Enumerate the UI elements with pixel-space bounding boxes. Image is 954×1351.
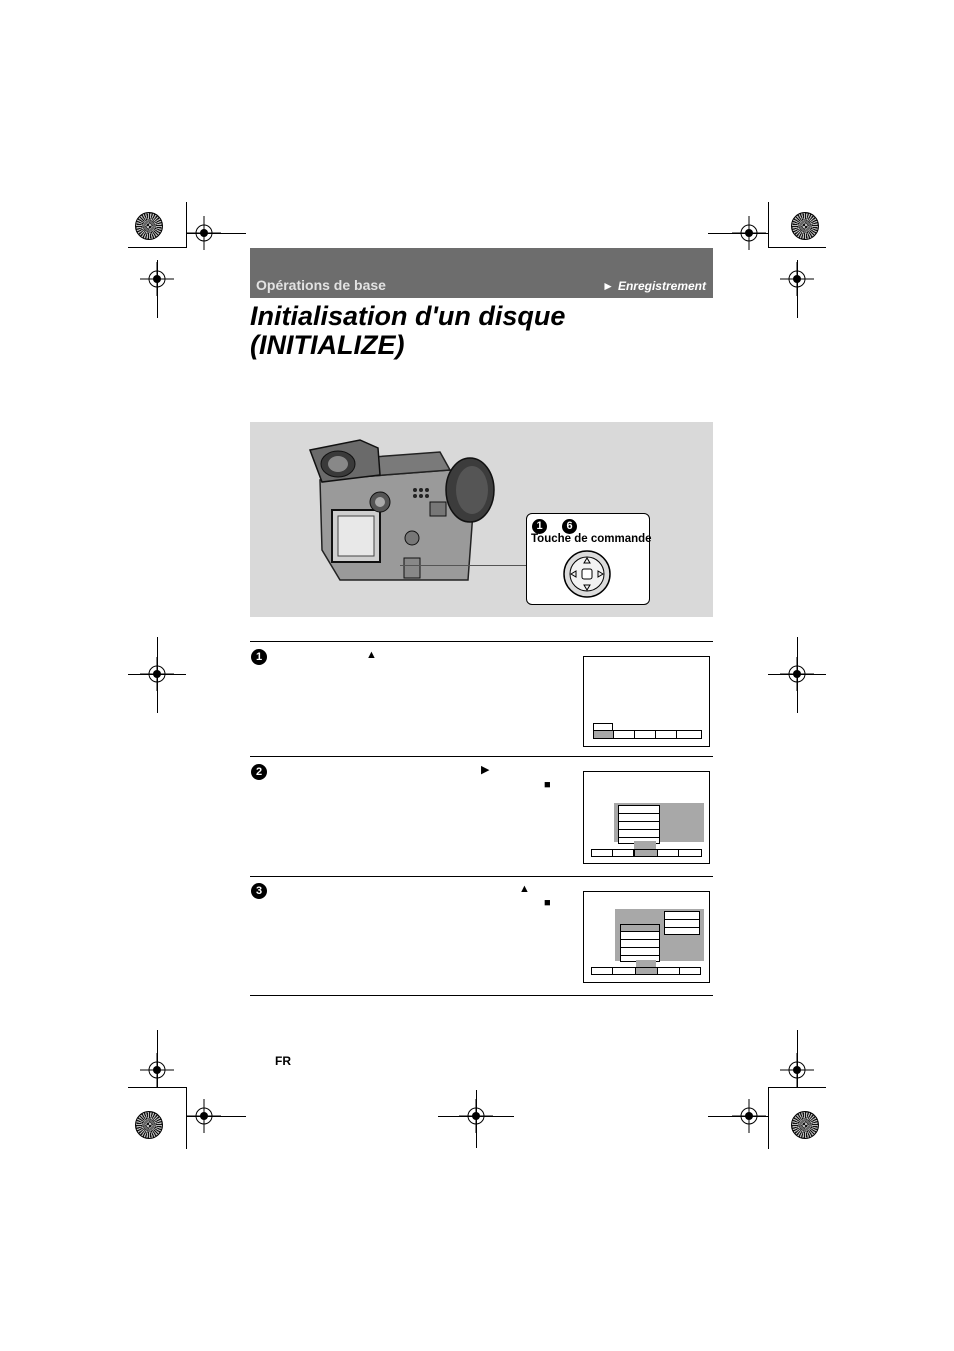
- crosshair-icon: [140, 262, 174, 296]
- step-divider: [250, 876, 713, 877]
- dpad-icon: [563, 550, 611, 598]
- crosshair-icon: [780, 657, 814, 691]
- starburst-icon: [135, 212, 163, 240]
- control-button-callout: 1 6 Touche de commande: [526, 513, 652, 605]
- language-code: FR: [275, 1054, 291, 1068]
- crosshair-icon: [140, 1053, 174, 1087]
- crosshair-icon: [187, 216, 221, 250]
- lcd-screen-step-1: [583, 656, 710, 747]
- lcd-screen-step-3: [583, 891, 710, 983]
- step-divider: [250, 995, 713, 996]
- callout-leader-line: [400, 565, 527, 566]
- crosshair-icon: [780, 1053, 814, 1087]
- step-3-number: 3: [251, 883, 267, 899]
- callout-step-b: 6: [562, 519, 577, 534]
- callout-label: Touche de commande: [531, 533, 652, 545]
- page-title: Initialisation d'un disque (INITIALIZE): [250, 302, 710, 360]
- up-arrow-icon: ▲: [519, 883, 530, 895]
- starburst-icon: [791, 212, 819, 240]
- crosshair-icon: [732, 216, 766, 250]
- breadcrumb: ►Enregistrement: [602, 279, 706, 293]
- crosshair-icon: [140, 657, 174, 691]
- page-title-line2: (INITIALIZE): [250, 330, 405, 360]
- step-1-number: 1: [251, 649, 267, 665]
- step-divider: [250, 641, 713, 642]
- section-label: Opérations de base: [256, 277, 386, 293]
- starburst-icon: [135, 1111, 163, 1139]
- crosshair-icon: [187, 1099, 221, 1133]
- lcd-screen-step-2: [583, 771, 710, 864]
- camera-drawing: [308, 439, 495, 581]
- section-header-band: [250, 248, 713, 298]
- breadcrumb-label: Enregistrement: [617, 279, 706, 293]
- breadcrumb-marker: ►: [602, 279, 614, 293]
- crosshair-icon: [732, 1099, 766, 1133]
- starburst-icon: [791, 1111, 819, 1139]
- stop-square-icon: ■: [544, 779, 551, 791]
- crosshair-icon: [459, 1099, 493, 1133]
- up-arrow-icon: ▲: [366, 649, 377, 661]
- step-2-number: 2: [251, 764, 267, 780]
- callout-step-a: 1: [532, 519, 547, 534]
- page-title-line1: Initialisation d'un disque: [250, 301, 566, 331]
- stop-square-icon: ■: [544, 897, 551, 909]
- right-arrow-icon: ▶: [481, 764, 490, 776]
- crosshair-icon: [780, 262, 814, 296]
- step-divider: [250, 756, 713, 757]
